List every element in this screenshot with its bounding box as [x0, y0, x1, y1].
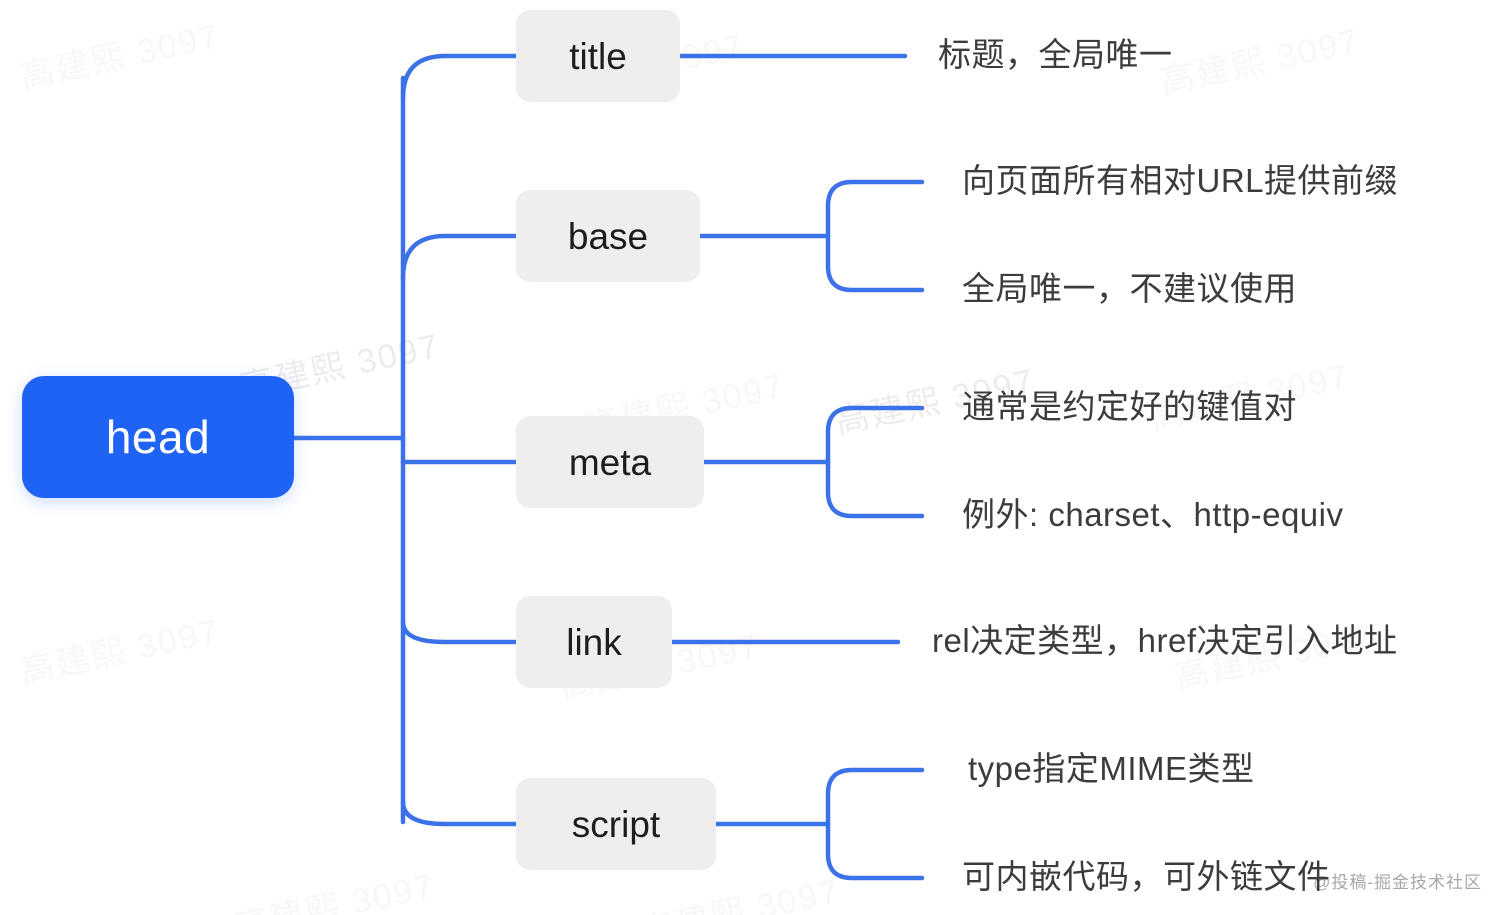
watermark-tile: 高建熙 3097: [15, 603, 224, 693]
mindmap-leaf-link-0[interactable]: rel决定类型，href决定引入地址: [932, 622, 1398, 659]
link-script-leaf2: [825, 821, 925, 881]
mindmap-branch-node-base[interactable]: base: [516, 190, 700, 282]
mindmap-branch-node-title[interactable]: title: [516, 10, 680, 102]
mindmap-branch-node-link[interactable]: link: [516, 596, 672, 688]
branch-node-label-script: script: [571, 803, 661, 845]
link-spine-script: [400, 799, 519, 827]
watermark-tile: 高建熙 3097: [1155, 13, 1364, 103]
link-base-leaf2: [825, 233, 925, 293]
watermark-tile: 高建熙 3097: [15, 8, 224, 98]
branch-node-label-meta: meta: [568, 441, 652, 483]
mindmap-leaf-meta-1[interactable]: 例外: charset、http-equiv: [962, 496, 1344, 533]
link-spine-title: [400, 53, 519, 101]
link-meta-leaf2: [825, 459, 925, 519]
link-spine-base: [400, 233, 519, 281]
footer-credit: @投稿-掘金技术社区: [1313, 873, 1482, 892]
link-spine-link: [400, 619, 519, 645]
mindmap-branch-node-script[interactable]: script: [516, 778, 716, 870]
mindmap-leaf-meta-0[interactable]: 通常是约定好的键值对: [962, 388, 1297, 425]
branch-node-label-link: link: [566, 621, 622, 663]
mindmap-branch-node-meta[interactable]: meta: [516, 416, 704, 508]
mindmap-leaf-base-0[interactable]: 向页面所有相对URL提供前缀: [962, 162, 1399, 199]
link-base-leaf1: [825, 179, 925, 239]
branch-node-label-title: title: [569, 35, 627, 77]
mindmap-root-node[interactable]: head: [22, 376, 294, 498]
mindmap-leaf-script-1[interactable]: 可内嵌代码，可外链文件: [962, 858, 1331, 895]
mindmap-leaf-script-0[interactable]: type指定MIME类型: [968, 750, 1255, 787]
root-node-label: head: [105, 411, 211, 463]
link-script-leaf1: [825, 767, 925, 827]
link-meta-leaf1: [825, 405, 925, 465]
mindmap-leaf-title-0[interactable]: 标题，全局唯一: [938, 36, 1173, 73]
branch-node-label-base: base: [567, 215, 649, 257]
mindmap-leaf-base-1[interactable]: 全局唯一，不建议使用: [962, 270, 1297, 307]
watermark-tile: 高建熙 3097: [635, 863, 844, 915]
watermark-tile: 高建熙 3097: [230, 858, 439, 915]
